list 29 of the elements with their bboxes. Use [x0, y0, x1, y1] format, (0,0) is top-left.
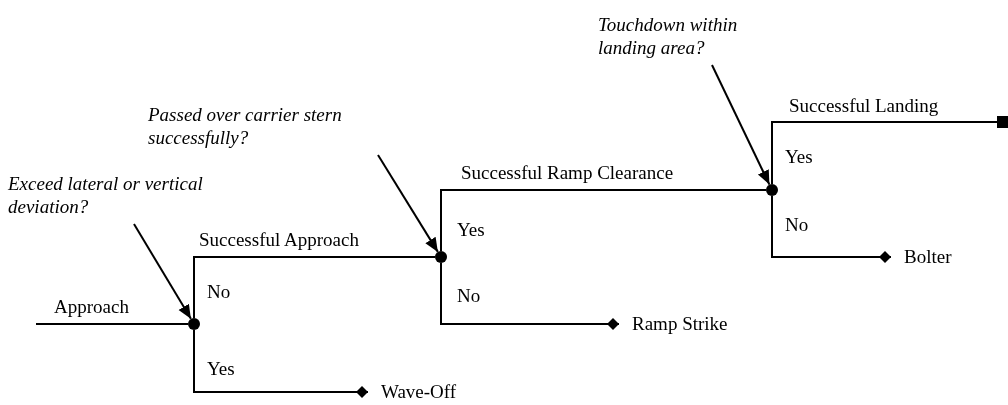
branch-line — [440, 262, 620, 330]
branch-point — [766, 184, 778, 196]
branch-answer: Yes — [785, 146, 813, 168]
outcome-text: Ramp Strike — [619, 313, 728, 335]
edge-label: Successful Landing — [787, 95, 941, 117]
branch-answer: Yes — [457, 219, 485, 241]
end-marker — [997, 116, 1008, 128]
question-text: Passed over carrier stern successfully? — [148, 103, 348, 149]
branch-point — [435, 251, 447, 263]
leader-line — [711, 64, 771, 186]
branch-line — [771, 195, 892, 263]
branch-answer: Yes — [207, 358, 235, 380]
leader-line — [377, 154, 439, 253]
question-text: Exceed lateral or vertical deviation? — [8, 172, 208, 218]
branch-line — [440, 189, 767, 252]
edge-label: Successful Approach — [197, 229, 361, 251]
branch-line — [193, 329, 369, 398]
leader-line — [133, 223, 192, 320]
outcome-text: Bolter — [891, 246, 952, 268]
branch-answer: No — [785, 214, 809, 236]
branch-answer: No — [207, 281, 231, 303]
edge-label: Successful Ramp Clearance — [459, 162, 676, 184]
branch-line — [771, 121, 998, 185]
branch-answer: No — [457, 285, 481, 307]
branch-line — [193, 256, 436, 319]
branch-line — [35, 323, 189, 325]
outcome-text: Wave-Off — [368, 381, 457, 403]
question-text: Touchdown within landing area? — [598, 13, 798, 59]
branch-point — [188, 318, 200, 330]
